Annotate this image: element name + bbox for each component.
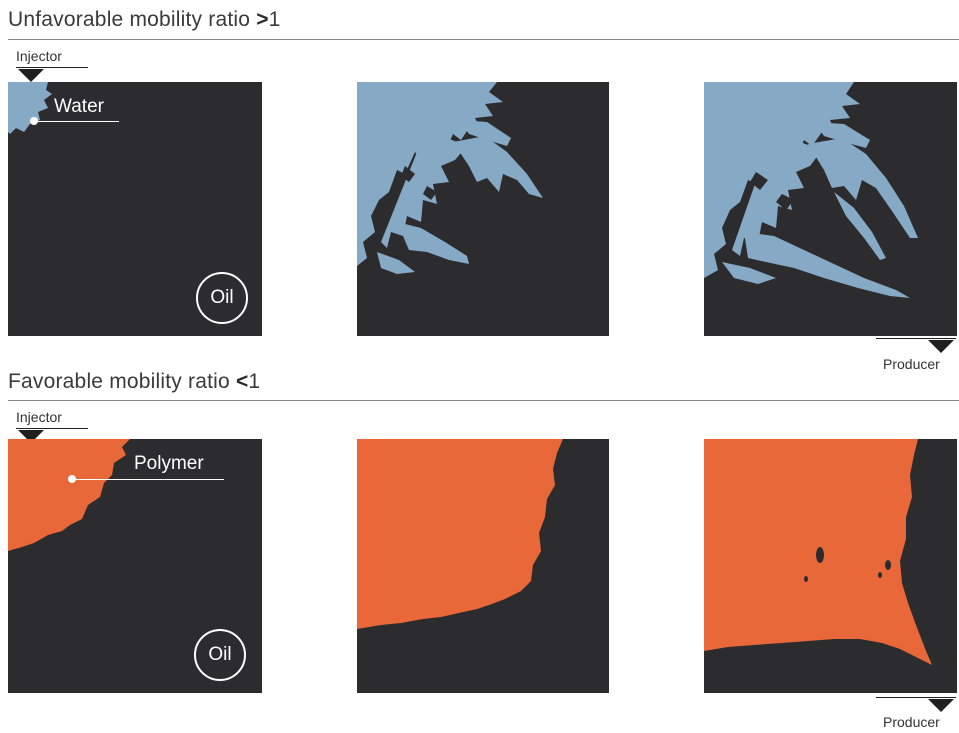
injector-line-bottom bbox=[16, 428, 88, 429]
favorable-value: 1 bbox=[248, 370, 261, 393]
water-fingers-3 bbox=[704, 82, 918, 298]
oil-label-top: Oil bbox=[196, 272, 248, 324]
favorable-panel-3 bbox=[704, 439, 957, 693]
producer-label-top: Producer bbox=[883, 356, 940, 372]
oil-label-top-text: Oil bbox=[210, 287, 234, 308]
unfavorable-title: Unfavorable mobility ratio >1 bbox=[8, 8, 281, 32]
injector-label-bottom: Injector bbox=[16, 409, 62, 425]
favorable-title-rule bbox=[8, 400, 959, 401]
unfavorable-panel-2 bbox=[357, 82, 609, 336]
unfavorable-panel-1: Water Oil bbox=[8, 82, 262, 336]
favorable-symbol: < bbox=[235, 370, 249, 393]
polymer-front-1 bbox=[8, 439, 130, 551]
water-callout-line bbox=[34, 121, 119, 122]
unfavorable-value: 1 bbox=[268, 8, 281, 31]
unfavorable-title-text: Unfavorable mobility ratio bbox=[8, 8, 251, 31]
producer-marker-bottom bbox=[928, 699, 954, 712]
producer-label-bottom: Producer bbox=[883, 714, 940, 730]
water-fingers-2 bbox=[357, 82, 543, 274]
polymer-callout-line bbox=[72, 479, 224, 480]
unfavorable-symbol: > bbox=[256, 8, 269, 31]
unfavorable-panel-3 bbox=[704, 82, 957, 336]
injector-label-top: Injector bbox=[16, 48, 62, 64]
producer-line-top bbox=[876, 338, 956, 339]
unfavorable-title-rule bbox=[8, 39, 959, 40]
oil-label-bottom: Oil bbox=[194, 629, 246, 681]
water-patch-1 bbox=[8, 82, 52, 134]
producer-marker-top bbox=[928, 340, 954, 353]
water-callout-dot bbox=[30, 117, 38, 125]
polymer-label: Polymer bbox=[134, 453, 204, 474]
producer-line-bottom bbox=[876, 697, 956, 698]
polymer-front-3 bbox=[704, 439, 932, 665]
favorable-panel-1: Polymer Oil bbox=[8, 439, 262, 693]
favorable-title-text: Favorable mobility ratio bbox=[8, 370, 230, 393]
oil-label-bottom-text: Oil bbox=[208, 644, 232, 665]
injector-marker-top bbox=[18, 69, 44, 82]
injector-line-top bbox=[16, 67, 88, 68]
water-label: Water bbox=[54, 96, 104, 117]
favorable-panel-2 bbox=[357, 439, 609, 693]
favorable-title: Favorable mobility ratio <1 bbox=[8, 370, 260, 394]
polymer-callout-dot bbox=[68, 475, 76, 483]
polymer-front-2 bbox=[357, 439, 563, 629]
